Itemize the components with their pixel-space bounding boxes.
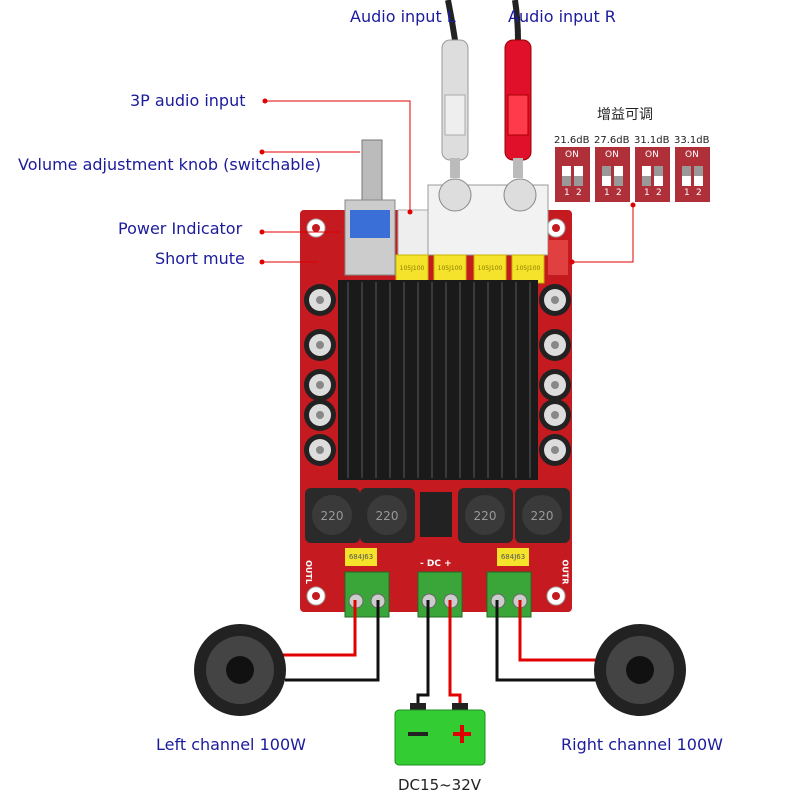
outl-silkscreen: OUTL bbox=[303, 560, 313, 584]
film-cap-marking: 105J100 bbox=[477, 265, 503, 272]
battery bbox=[394, 703, 486, 766]
rca-left bbox=[441, 0, 469, 178]
film-cap-marking: 105J100 bbox=[437, 265, 463, 272]
dc-silkscreen: - DC + bbox=[420, 559, 452, 569]
dip-pin-label: 2 bbox=[616, 188, 622, 198]
dip-switch-1 bbox=[555, 147, 590, 202]
film-cap-marking: 105J100 bbox=[399, 265, 425, 272]
dip-pin-label: 2 bbox=[656, 188, 662, 198]
label-3p-audio-input: 3P audio input bbox=[130, 91, 246, 110]
label-dc-supply: DC15~32V bbox=[398, 776, 482, 794]
dip-gain-label: 27.6dB bbox=[594, 135, 630, 146]
dip-switch-4 bbox=[675, 147, 710, 202]
dip-gain-label: 31.1dB bbox=[634, 135, 670, 146]
dip-pin-label: 1 bbox=[684, 188, 690, 198]
dip-on-label: ON bbox=[605, 150, 619, 160]
dip-on-label: ON bbox=[645, 150, 659, 160]
inductor-marking: 220 bbox=[531, 509, 554, 523]
film-cap-marking: 105J100 bbox=[515, 265, 541, 272]
label-short-mute: Short mute bbox=[155, 249, 245, 268]
dip-gain-label: 33.1dB bbox=[674, 135, 710, 146]
cap-marking-left: 684J63 bbox=[348, 553, 374, 561]
left-speaker bbox=[194, 624, 286, 716]
label-power-indicator: Power Indicator bbox=[118, 219, 243, 238]
dip-on-label: ON bbox=[685, 150, 699, 160]
right-speaker bbox=[594, 624, 686, 716]
inductor-marking: 220 bbox=[376, 509, 399, 523]
dip-pin-label: 1 bbox=[644, 188, 650, 198]
dip-switch-3 bbox=[635, 147, 670, 202]
label-right-channel: Right channel 100W bbox=[561, 735, 723, 754]
outr-silkscreen: OUTR bbox=[560, 559, 570, 585]
dip-pin-label: 1 bbox=[564, 188, 570, 198]
inductor-marking: 220 bbox=[474, 509, 497, 523]
dip-pin-label: 1 bbox=[604, 188, 610, 198]
dip-on-label: ON bbox=[565, 150, 579, 160]
label-audio-input-r: Audio input R bbox=[508, 7, 616, 26]
dip-gain-label: 21.6dB bbox=[554, 135, 590, 146]
rca-right bbox=[504, 0, 532, 178]
label-audio-input-l: Audio input L bbox=[350, 7, 456, 26]
gain-title: 增益可调 bbox=[597, 107, 653, 123]
cap-marking-right: 684J63 bbox=[500, 553, 526, 561]
heatsink bbox=[338, 280, 538, 480]
dip-pin-label: 2 bbox=[696, 188, 702, 198]
label-left-channel: Left channel 100W bbox=[156, 735, 306, 754]
inductor-marking: 220 bbox=[321, 509, 344, 523]
dip-switch-2 bbox=[595, 147, 630, 202]
dip-pin-label: 2 bbox=[576, 188, 582, 198]
label-volume-knob: Volume adjustment knob (switchable) bbox=[18, 155, 321, 174]
